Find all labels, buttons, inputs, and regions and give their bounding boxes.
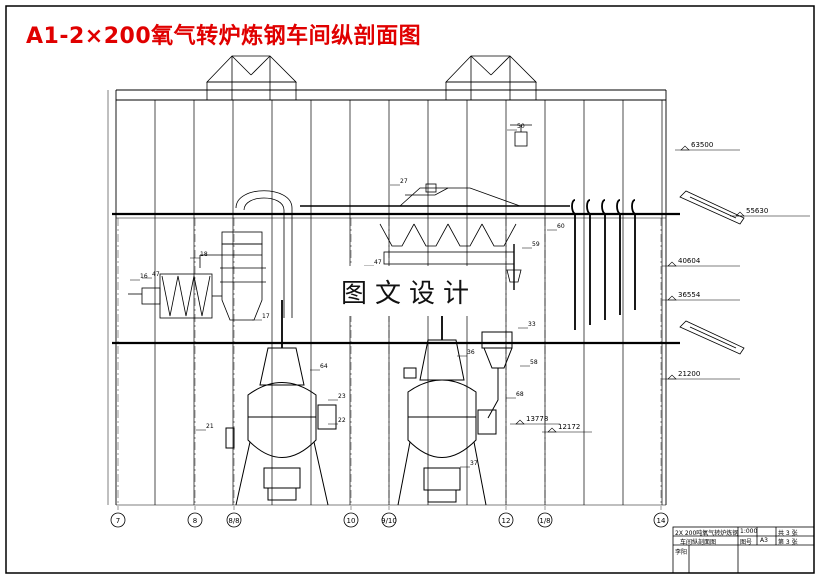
part-number: 23 [338, 393, 346, 400]
converter-left [225, 300, 417, 506]
elevation-mark: 21200 [662, 370, 740, 380]
axis-label: 12 [502, 517, 511, 525]
part-callout: 64 [310, 363, 328, 371]
title-block-scale: 1:000 [740, 528, 758, 535]
sheet-border [5, 5, 815, 574]
elevation-label: 55630 [746, 207, 768, 215]
axis-label: 8 [193, 517, 197, 525]
part-number: 17 [262, 313, 270, 320]
part-number: 36 [467, 349, 475, 356]
axis-label: 14 [657, 517, 666, 525]
part-number: 50 [517, 123, 525, 130]
watermark: 图文设计 [318, 266, 500, 316]
drawing-title: A1-2×200氧气转炉炼钢车间纵剖面图 [26, 24, 422, 49]
part-number: 59 [532, 241, 540, 248]
part-number: 16 [140, 273, 148, 280]
axis-label: 9/10 [381, 517, 397, 525]
part-callout: 21 [196, 423, 214, 431]
axis-marker: 8/8 [226, 512, 242, 528]
part-callout: 33 [518, 321, 536, 329]
part-number: 47 [374, 259, 382, 266]
elevation-label: 13778 [526, 415, 548, 423]
part-callout: 16 [130, 273, 148, 281]
part-callout: 27 [390, 178, 408, 186]
part-callout: 37 [460, 460, 478, 468]
axis-label: 1/8 [539, 517, 550, 525]
axis-marker: 9/10 [381, 512, 397, 528]
elevation-mark: 12172 [542, 423, 592, 433]
part-callout: 50 [507, 123, 525, 131]
building-frame [107, 89, 680, 506]
elevation-mark: 40604 [662, 257, 740, 267]
part-number: 60 [557, 223, 565, 230]
part-callout: 59 [522, 241, 540, 249]
lance-pipe [601, 199, 606, 320]
part-number: 33 [528, 321, 536, 328]
title-block [672, 526, 815, 574]
axis-label: 8/8 [228, 517, 239, 525]
converter-right [397, 300, 513, 506]
elevation-label: 12172 [558, 423, 580, 431]
part-callout: 47 [142, 271, 160, 279]
elevation-mark: 36554 [662, 291, 740, 301]
part-number: 21 [206, 423, 214, 430]
axis-marker: 10 [343, 512, 359, 528]
axis-lines [117, 218, 662, 510]
axis-marker: 7 [110, 512, 126, 528]
title-block-name-2: 车间纵剖面图 [680, 539, 717, 546]
part-callout: 18 [190, 251, 208, 259]
roof-monitor-right [445, 55, 537, 101]
lance-pipe [616, 199, 621, 315]
axis-label: 7 [116, 517, 120, 525]
title-block-drawing-code: A3 [760, 537, 768, 544]
part-number: 47 [152, 271, 160, 278]
part-callout: 58 [520, 359, 538, 367]
lance-pipe [571, 199, 576, 330]
elevation-mark: 63500 [675, 141, 740, 151]
part-number: 27 [400, 178, 408, 185]
part-number: 64 [320, 363, 328, 370]
axis-marker: 14 [653, 512, 669, 528]
elevation-mark: 55630 [730, 207, 810, 217]
roof-monitor-left [206, 55, 297, 101]
part-number: 18 [200, 251, 208, 258]
part-callout: 47 [364, 259, 382, 267]
elevation-label: 21200 [678, 370, 700, 378]
lance-pipe [586, 199, 591, 325]
elevation-label: 36554 [678, 291, 701, 299]
part-callout: 17 [252, 313, 270, 321]
axis-marker: 12 [498, 512, 514, 528]
title-block-drawing-no: 图号 [740, 539, 753, 546]
title-block-designer: 李阳 [675, 549, 688, 556]
elevation-label: 63500 [691, 141, 713, 149]
part-callout: 22 [328, 417, 346, 425]
axis-label: 10 [347, 517, 356, 525]
part-callout: 68 [506, 391, 524, 399]
title-block-sheet-no: 第 3 张 [778, 539, 798, 546]
part-callout: 36 [457, 349, 475, 357]
part-callout: 23 [328, 393, 346, 401]
lance-pipe [631, 199, 636, 310]
axis-marker: 8 [187, 512, 203, 528]
oxygen-lance-bank [571, 199, 636, 330]
part-number: 22 [338, 417, 346, 424]
title-block-total: 共 3 张 [778, 530, 798, 537]
axis-marker: 1/8 [537, 512, 553, 528]
title-block-name-1: 2X 200吨氧气转炉炼钢 [675, 530, 739, 537]
bin-and-conveyor-system [300, 124, 570, 290]
elevation-mark: 13778 [510, 415, 560, 425]
part-number: 37 [470, 460, 478, 467]
inclined-conveyors [679, 190, 745, 355]
part-number: 58 [530, 359, 538, 366]
part-number: 68 [516, 391, 524, 398]
gas-cleaning-system [128, 190, 293, 321]
part-callout: 60 [547, 223, 565, 231]
elevation-label: 40604 [678, 257, 701, 265]
